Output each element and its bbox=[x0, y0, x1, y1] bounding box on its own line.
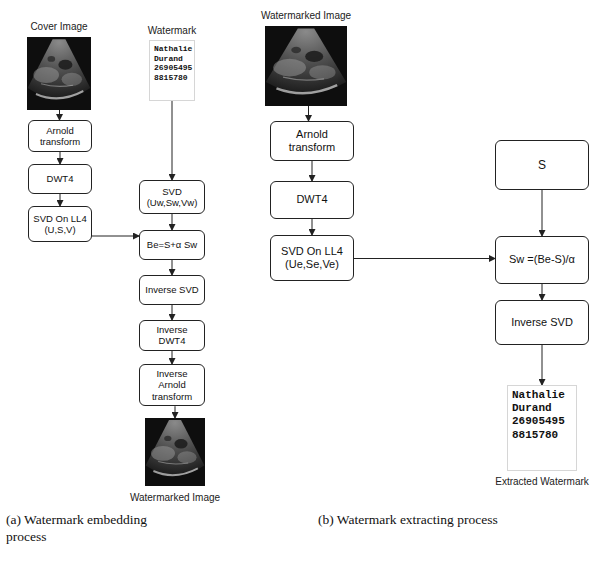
flow-arrow bbox=[542, 284, 543, 300]
box-label: Arnold transform bbox=[273, 128, 351, 154]
watermarked-image: Watermarked Image bbox=[265, 26, 347, 106]
flow-arrow bbox=[542, 345, 543, 385]
ultrasound-image bbox=[145, 418, 205, 486]
flow-arrow bbox=[60, 194, 61, 206]
box-label: Sw =(Be-S)/α bbox=[498, 253, 586, 266]
process-box: Be=S+α Sw bbox=[139, 230, 205, 260]
box-label: Be=S+α Sw bbox=[142, 239, 202, 250]
flow-arrow bbox=[172, 260, 173, 275]
box-label: DWT4 bbox=[31, 173, 89, 184]
process-box: Inverse SVD bbox=[139, 275, 205, 305]
watermark-image: Nathalie Durand 26905495 8815780Extracte… bbox=[507, 385, 577, 471]
process-box: S bbox=[495, 140, 589, 190]
flow-arrow bbox=[92, 236, 139, 237]
figure-caption: (b) Watermark extracting process bbox=[318, 512, 498, 529]
flow-arrow bbox=[542, 190, 543, 236]
watermark-image: WatermarkNathalie Durand 26905495 881578… bbox=[149, 40, 195, 101]
flow-arrow bbox=[172, 351, 173, 364]
flow-arrow bbox=[172, 101, 173, 180]
ultrasound-image bbox=[27, 37, 91, 110]
image-caption: Watermark bbox=[148, 25, 197, 37]
box-label: SVD (Uw,Sw,Vw) bbox=[142, 186, 202, 209]
process-box: Inverse DWT4 bbox=[139, 320, 205, 351]
watermark-text: Nathalie Durand 26905495 8815780 bbox=[512, 389, 572, 442]
process-box: Inverse Arnold transform bbox=[139, 364, 205, 406]
box-label: Arnold transform bbox=[31, 125, 89, 148]
process-box: Arnold transform bbox=[270, 121, 354, 161]
process-box: Sw =(Be-S)/α bbox=[495, 236, 589, 284]
box-label: Inverse DWT4 bbox=[142, 324, 202, 347]
flow-arrow bbox=[59, 110, 60, 120]
process-box: SVD On LL4 (Ue,Se,Ve) bbox=[270, 235, 354, 281]
process-box: SVD On LL4 (U,S,V) bbox=[28, 206, 92, 242]
image-caption: Watermarked Image bbox=[130, 492, 220, 504]
image-caption: Watermarked Image bbox=[261, 10, 351, 22]
process-box: DWT4 bbox=[28, 164, 92, 194]
box-label: SVD On LL4 (U,S,V) bbox=[31, 213, 89, 236]
watermark-text: Nathalie Durand 26905495 8815780 bbox=[154, 44, 190, 82]
watermarked-image: Watermarked Image bbox=[145, 418, 205, 486]
box-label: SVD On LL4 (Ue,Se,Ve) bbox=[273, 245, 351, 271]
image-caption: Extracted Watermark bbox=[495, 476, 589, 488]
flow-arrow bbox=[172, 305, 173, 320]
box-label: Inverse Arnold transform bbox=[142, 368, 202, 402]
image-caption: Cover Image bbox=[30, 21, 87, 33]
flow-arrow bbox=[354, 258, 495, 259]
box-label: S bbox=[498, 158, 586, 172]
box-label: Inverse SVD bbox=[142, 284, 202, 295]
flow-arrow bbox=[308, 106, 309, 121]
flow-arrow bbox=[60, 152, 61, 164]
figure-caption: (a) Watermark embedding process bbox=[6, 512, 184, 546]
process-box: SVD (Uw,Sw,Vw) bbox=[139, 180, 205, 214]
flow-arrow bbox=[312, 161, 313, 181]
process-box: Inverse SVD bbox=[495, 300, 589, 345]
box-label: DWT4 bbox=[273, 193, 351, 206]
flow-arrow bbox=[312, 219, 313, 235]
ultrasound-image bbox=[265, 26, 347, 106]
process-box: Arnold transform bbox=[28, 120, 92, 152]
process-box: DWT4 bbox=[270, 181, 354, 219]
box-label: Inverse SVD bbox=[498, 316, 586, 329]
cover-image: Cover Image bbox=[27, 37, 91, 110]
flow-arrow bbox=[172, 214, 173, 230]
flow-arrow bbox=[175, 406, 176, 418]
